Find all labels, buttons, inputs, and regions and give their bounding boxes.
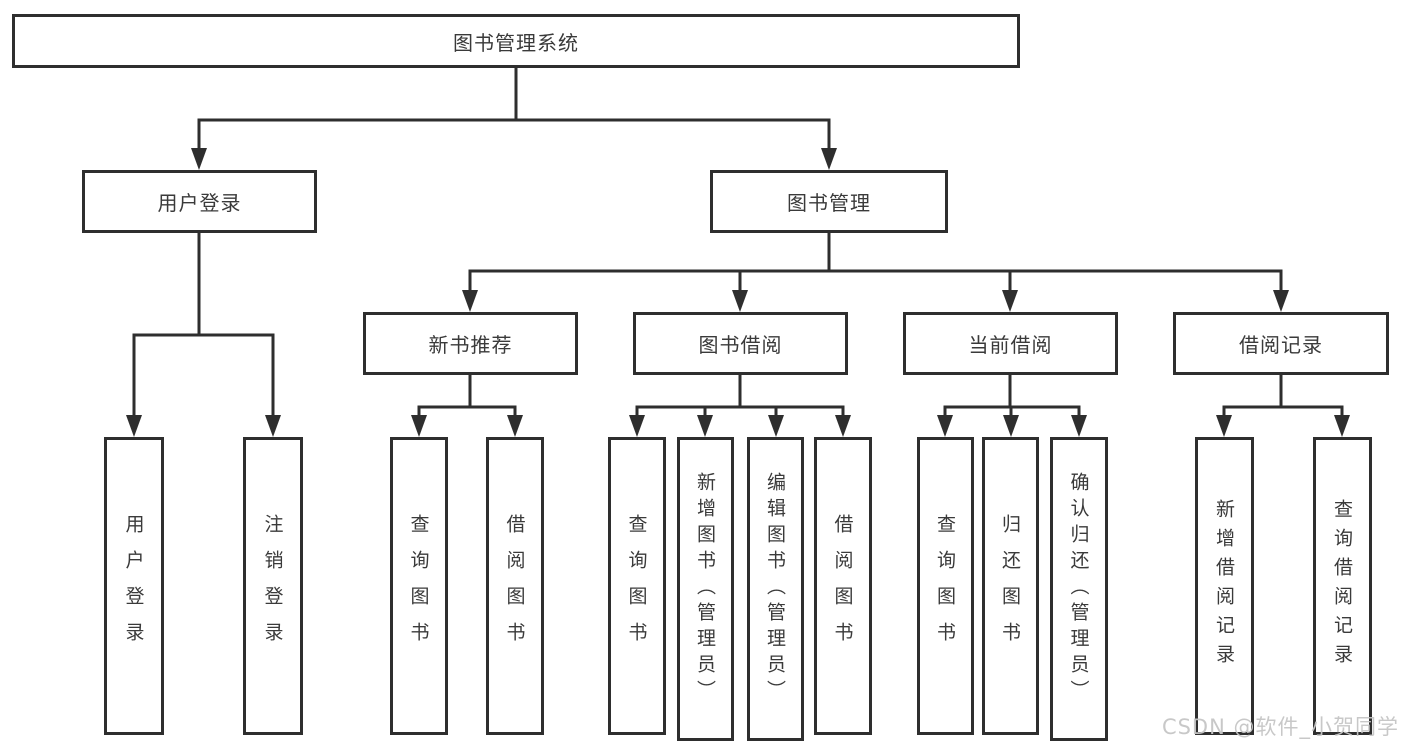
leaf-logout: 注销登录 <box>243 437 303 735</box>
node-user-login: 用户登录 <box>82 170 317 233</box>
leaf-newrec-query-books: 查询图书 <box>390 437 448 735</box>
leaf-user-login: 用户登录 <box>104 437 164 735</box>
leaf-borrow-edit-books-admin: 编辑图书（管理员） <box>747 437 804 741</box>
leaf-current-confirm-return-admin: 确认归还（管理员） <box>1050 437 1108 741</box>
node-book-borrowing: 图书借阅 <box>633 312 848 375</box>
leaf-borrow-add-books-admin: 新增图书（管理员） <box>677 437 734 741</box>
leaf-records-query-borrow-record: 查询借阅记录 <box>1313 437 1372 735</box>
csdn-watermark: CSDN @软件_小贺同学 <box>1161 715 1399 739</box>
leaf-borrow-query-books: 查询图书 <box>608 437 666 735</box>
node-new-book-recommendation: 新书推荐 <box>363 312 578 375</box>
leaf-newrec-borrow-books: 借阅图书 <box>486 437 544 735</box>
leaf-current-return-books: 归还图书 <box>982 437 1039 735</box>
node-book-management: 图书管理 <box>710 170 948 233</box>
node-borrowing-records: 借阅记录 <box>1173 312 1389 375</box>
leaf-current-query-books: 查询图书 <box>917 437 974 735</box>
arrowheads <box>126 148 1350 437</box>
leaf-records-add-borrow-record: 新增借阅记录 <box>1195 437 1254 735</box>
node-current-borrowing: 当前借阅 <box>903 312 1118 375</box>
leaf-borrow-borrow-books: 借阅图书 <box>814 437 872 735</box>
node-library-management-system: 图书管理系统 <box>12 14 1020 68</box>
